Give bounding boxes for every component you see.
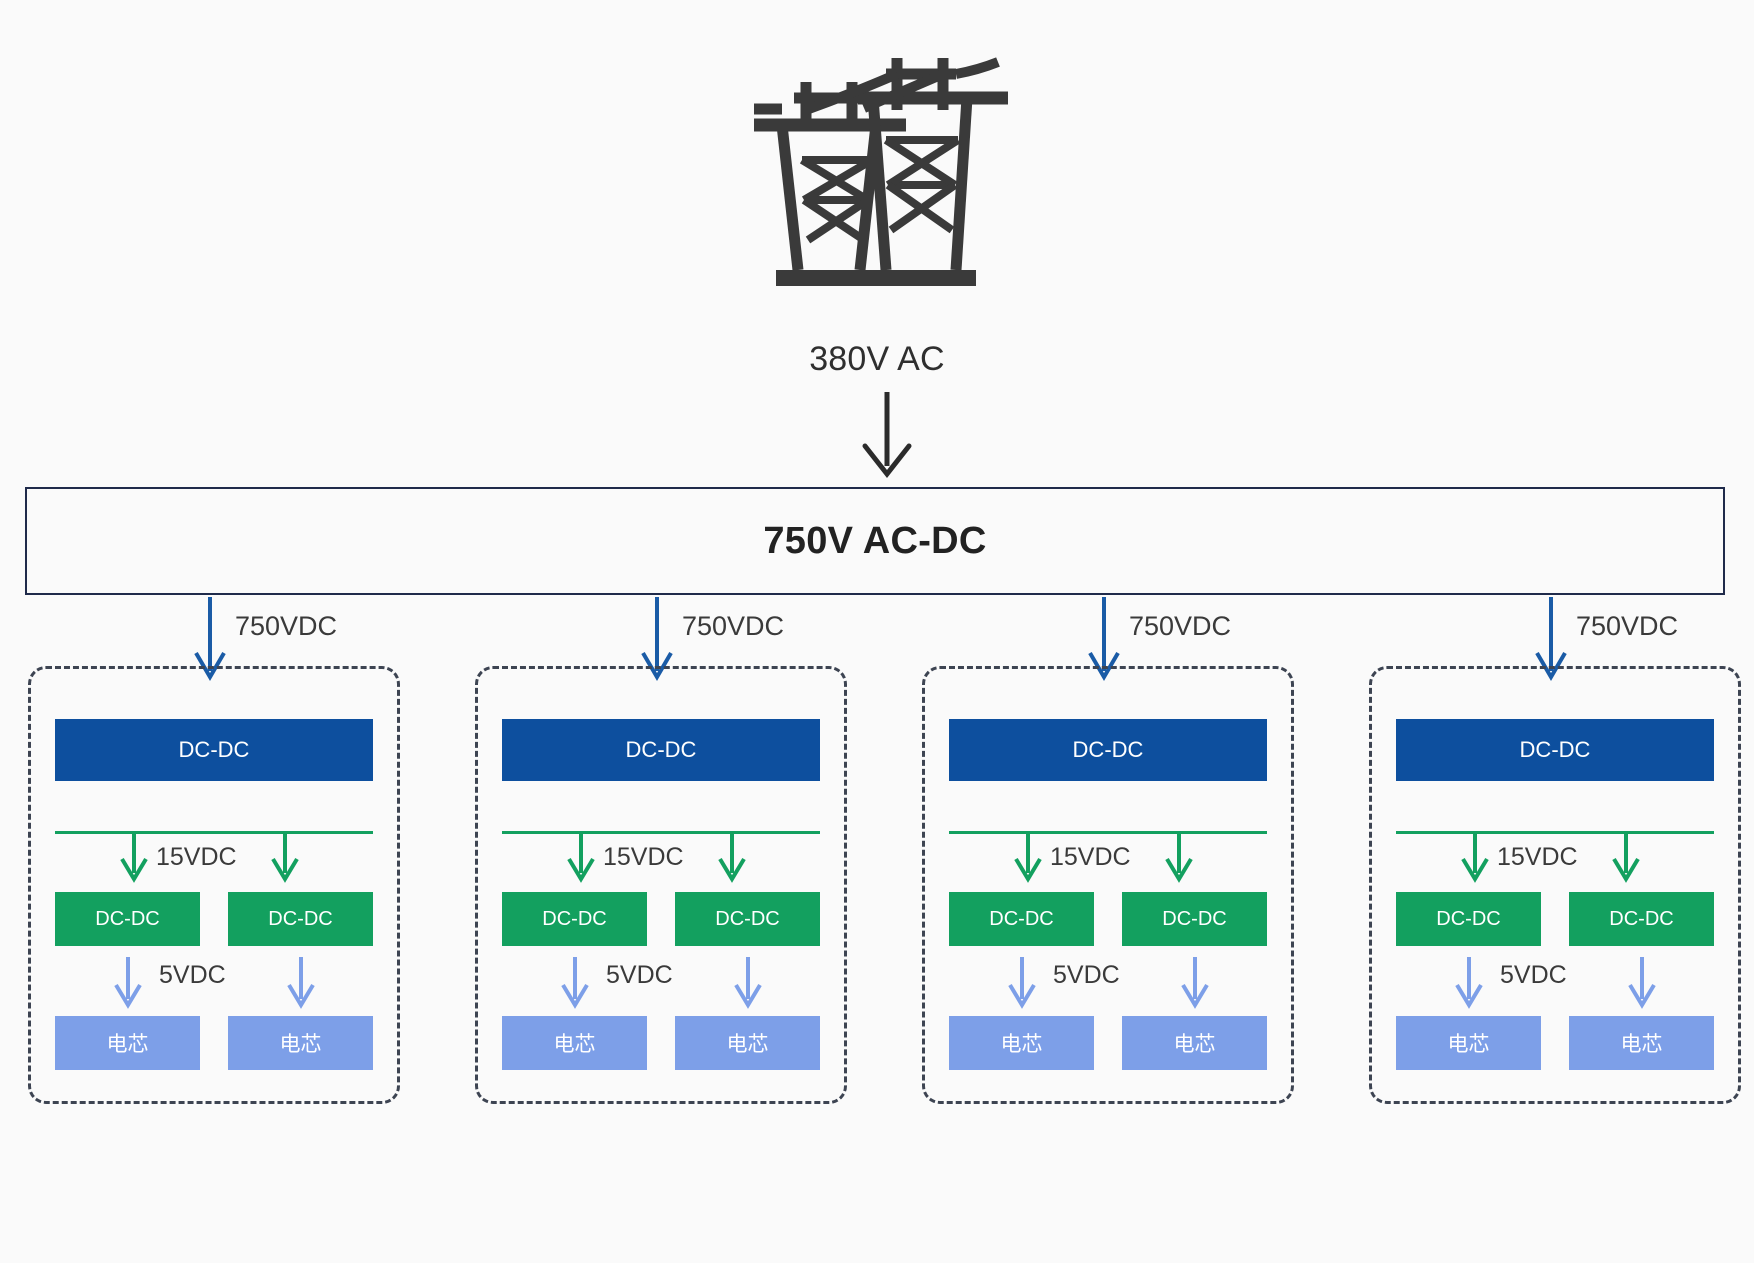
source-to-converter-arrow: [857, 392, 917, 482]
bus-arrow-icon: [717, 831, 747, 885]
feed-arrow-icon: [1531, 597, 1571, 687]
module-group: 750VDC DC-DC 15VDC DC-DC DC-DC: [1361, 595, 1741, 1115]
power-source-block: 380V AC: [0, 0, 1754, 479]
module-group-boundary: [475, 666, 847, 1104]
bus-arrow-icon: [270, 831, 300, 885]
secondary-dcdc-converter: DC-DC: [502, 892, 647, 946]
primary-dcdc-converter: DC-DC: [949, 719, 1267, 781]
bus-arrow-icon: [119, 831, 149, 885]
acdc-converter-bar: 750V AC-DC: [25, 487, 1725, 595]
module-group-boundary: [922, 666, 1294, 1104]
secondary-dcdc-converter: DC-DC: [1122, 892, 1267, 946]
battery-cell: 电芯: [1396, 1016, 1541, 1070]
output-arrow-icon: [560, 957, 590, 1011]
feed-voltage-label: 750VDC: [235, 611, 338, 641]
output-arrow-icon: [286, 957, 316, 1011]
battery-cell: 电芯: [675, 1016, 820, 1070]
module-group-boundary: [1369, 666, 1741, 1104]
secondary-dcdc-converter: DC-DC: [675, 892, 820, 946]
bus-line: [949, 831, 1267, 834]
battery-cell: 电芯: [1569, 1016, 1714, 1070]
feed-voltage-label: 750VDC: [1576, 611, 1679, 641]
output-voltage-label: 5VDC: [1500, 961, 1567, 989]
primary-dcdc-converter: DC-DC: [502, 719, 820, 781]
bus-arrow-icon: [1611, 831, 1641, 885]
battery-cell: 电芯: [228, 1016, 373, 1070]
feed-arrow-icon: [637, 597, 677, 687]
secondary-dcdc-converter: DC-DC: [949, 892, 1094, 946]
output-arrow-icon: [733, 957, 763, 1011]
module-groups-row: 750VDC DC-DC 15VDC DC-DC DC-DC: [0, 595, 1754, 1115]
module-group: 750VDC DC-DC 15VDC DC-DC DC-DC: [20, 595, 400, 1115]
bus-voltage-label: 15VDC: [1497, 843, 1578, 871]
feed-voltage-label: 750VDC: [1129, 611, 1232, 641]
output-arrow-icon: [113, 957, 143, 1011]
output-arrow-icon: [1007, 957, 1037, 1011]
bus-voltage-label: 15VDC: [156, 843, 237, 871]
module-group-boundary: [28, 666, 400, 1104]
bus-line: [55, 831, 373, 834]
output-voltage-label: 5VDC: [606, 961, 673, 989]
secondary-dcdc-converter: DC-DC: [55, 892, 200, 946]
feed-arrow-icon: [1084, 597, 1124, 687]
bus-line: [502, 831, 820, 834]
output-arrow-icon: [1454, 957, 1484, 1011]
feed-arrow-icon: [190, 597, 230, 687]
bus-voltage-label: 15VDC: [1050, 843, 1131, 871]
battery-cell: 电芯: [55, 1016, 200, 1070]
transmission-tower-icon: [746, 40, 1008, 290]
primary-dcdc-converter: DC-DC: [1396, 719, 1714, 781]
primary-dcdc-converter: DC-DC: [55, 719, 373, 781]
secondary-dcdc-converter: DC-DC: [228, 892, 373, 946]
bus-arrow-icon: [1013, 831, 1043, 885]
source-voltage-label: 380V AC: [809, 340, 945, 378]
secondary-dcdc-converter: DC-DC: [1396, 892, 1541, 946]
bus-arrow-icon: [566, 831, 596, 885]
battery-cell: 电芯: [1122, 1016, 1267, 1070]
battery-cell: 电芯: [949, 1016, 1094, 1070]
battery-cell: 电芯: [502, 1016, 647, 1070]
output-arrow-icon: [1627, 957, 1657, 1011]
bus-line: [1396, 831, 1714, 834]
bus-arrow-icon: [1460, 831, 1490, 885]
feed-voltage-label: 750VDC: [682, 611, 785, 641]
acdc-converter-label: 750V AC-DC: [763, 519, 987, 562]
module-group: 750VDC DC-DC 15VDC DC-DC DC-DC: [914, 595, 1294, 1115]
bus-voltage-label: 15VDC: [603, 843, 684, 871]
output-arrow-icon: [1180, 957, 1210, 1011]
bus-arrow-icon: [1164, 831, 1194, 885]
secondary-dcdc-converter: DC-DC: [1569, 892, 1714, 946]
output-voltage-label: 5VDC: [1053, 961, 1120, 989]
module-group: 750VDC DC-DC 15VDC DC-DC DC-DC: [467, 595, 847, 1115]
output-voltage-label: 5VDC: [159, 961, 226, 989]
